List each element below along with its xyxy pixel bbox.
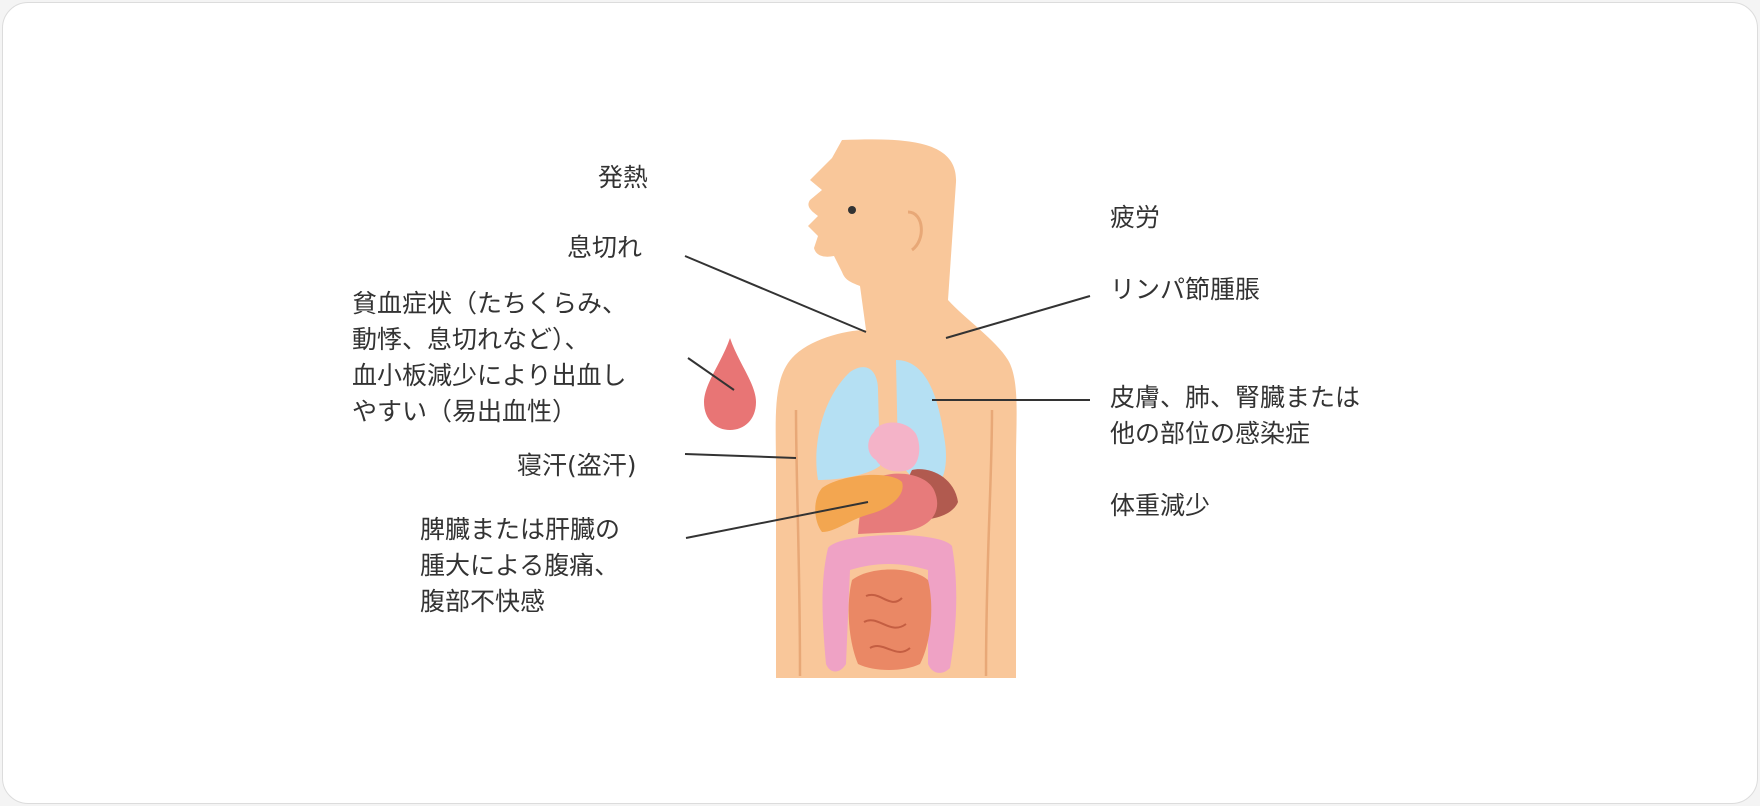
blood-drop-icon xyxy=(704,338,756,430)
label-anemia-line1: 貧血症状（たちくらみ、 xyxy=(352,289,628,318)
label-fever: 発熱 xyxy=(598,163,649,192)
leader-lines xyxy=(684,255,1091,539)
side-crease-right xyxy=(984,409,994,677)
left-lung xyxy=(816,367,880,480)
heart xyxy=(868,422,920,472)
ear xyxy=(907,210,923,252)
label-spleen-line2: 腫大による腹痛、 xyxy=(420,551,620,580)
label-spleen-line1: 脾臓または肝臓の xyxy=(420,515,621,544)
leader-anemia xyxy=(687,357,735,391)
label-fatigue: 疲労 xyxy=(1110,203,1161,232)
label-lymph-node: リンパ節腫脹 xyxy=(1110,275,1261,304)
label-spleen: 脾臓または肝臓の 腫大による腹痛、 腹部不快感 xyxy=(420,512,620,620)
label-infection-line1: 皮膚、肺、腎臓または xyxy=(1110,383,1361,412)
leader-spleen xyxy=(685,501,869,539)
label-anemia: 貧血症状（たちくらみ、 動悸、息切れなど）、 血小板減少により出血し やすい（易… xyxy=(352,286,627,430)
leader-lymph-node xyxy=(945,295,1091,339)
label-spleen-line3: 腹部不快感 xyxy=(420,587,546,616)
label-infection-line2: 他の部位の感染症 xyxy=(1110,419,1311,448)
label-anemia-line3: 血小板減少により出血し xyxy=(352,361,627,390)
leader-night-sweats xyxy=(684,453,797,459)
label-shortness-of-breath: 息切れ xyxy=(567,233,643,262)
side-crease-left xyxy=(794,409,802,677)
label-anemia-line4: やすい（易出血性） xyxy=(352,397,578,426)
small-intestine xyxy=(848,569,932,670)
label-weight-loss: 体重減少 xyxy=(1110,491,1211,520)
label-infection: 皮膚、肺、腎臓または 他の部位の感染症 xyxy=(1110,380,1360,452)
small-intestine-folds xyxy=(863,593,911,653)
eye xyxy=(848,206,856,214)
leader-shortness-of-breath xyxy=(684,255,867,333)
label-night-sweats: 寝汗(盗汗) xyxy=(517,451,637,480)
label-anemia-line2: 動悸、息切れなど）、 xyxy=(352,325,590,354)
